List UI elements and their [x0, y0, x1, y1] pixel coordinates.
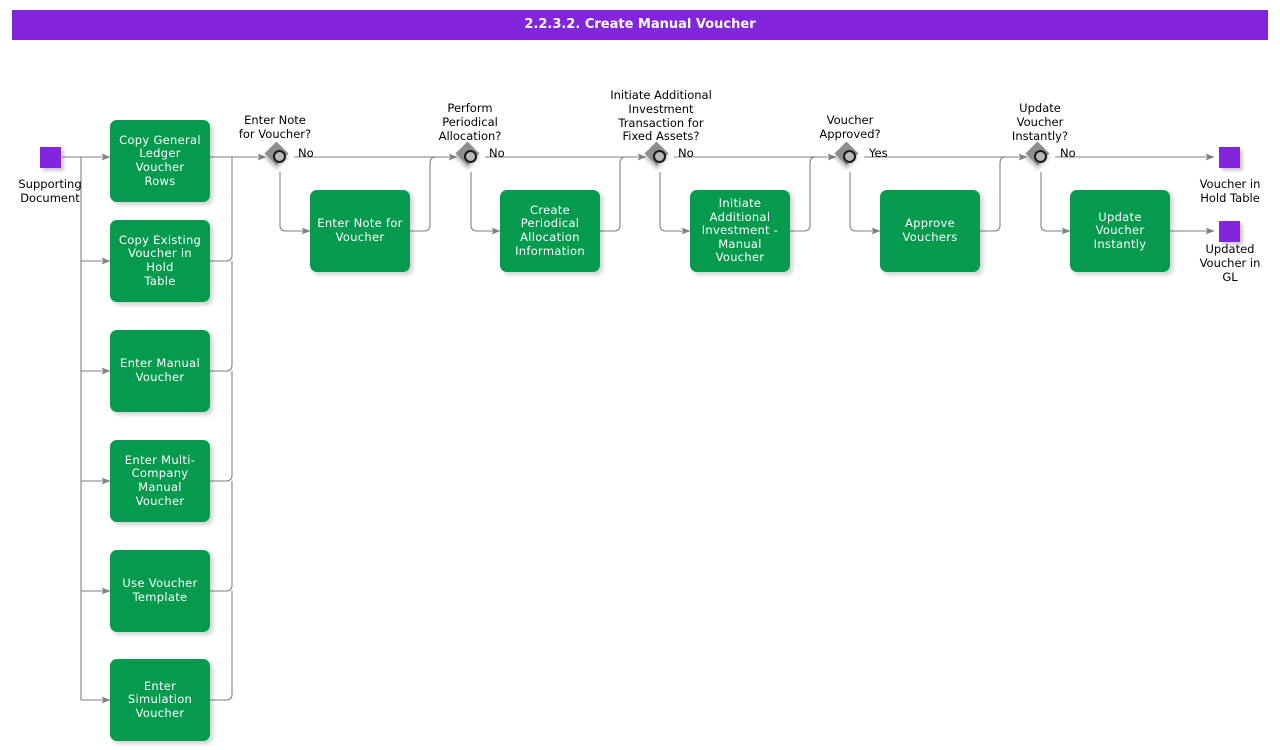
- branch-label-initiate-additional-investment: No: [678, 146, 694, 160]
- gateway-update-voucher-instantly[interactable]: [1025, 141, 1056, 172]
- end-node-voucher-in-hold-table[interactable]: [1219, 147, 1240, 168]
- gateway-ring-icon: [1033, 149, 1047, 163]
- gateway-ring-icon: [463, 149, 477, 163]
- gateway-perform-periodical-allocation[interactable]: [455, 141, 486, 172]
- page-title: 2.2.3.2. Create Manual Voucher: [524, 17, 756, 32]
- branch-label-voucher-approved: Yes: [869, 146, 888, 160]
- gateway-voucher-approved[interactable]: [834, 141, 865, 172]
- diagram-title-bar: 2.2.3.2. Create Manual Voucher: [12, 10, 1268, 40]
- branch-label-update-voucher-instantly: No: [1060, 146, 1076, 160]
- branch-label-perform-periodical-allocation: No: [489, 146, 505, 160]
- gateway-ring-icon: [652, 149, 666, 163]
- branch-label-enter-note-for-voucher: No: [298, 146, 314, 160]
- gateway-ring-icon: [272, 149, 286, 163]
- gateway-initiate-additional-investment[interactable]: [644, 141, 675, 172]
- gateway-enter-note-for-voucher[interactable]: [264, 141, 295, 172]
- start-node-supporting-document[interactable]: [40, 147, 61, 168]
- end-node-updated-voucher-in-gl[interactable]: [1219, 221, 1240, 242]
- gateway-ring-icon: [842, 149, 856, 163]
